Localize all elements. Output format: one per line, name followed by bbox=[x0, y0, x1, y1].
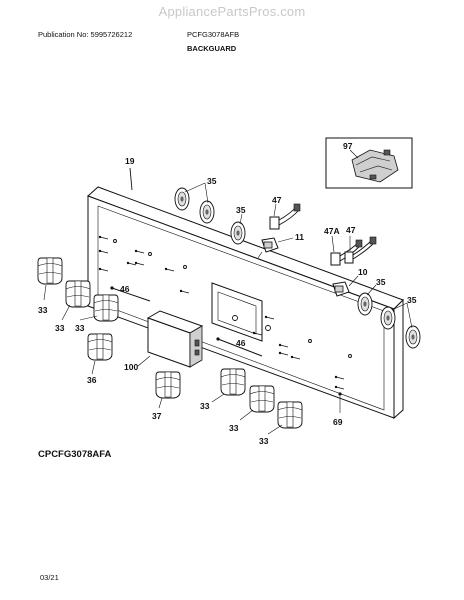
knob-33-6 bbox=[277, 401, 303, 429]
callout-69: 69 bbox=[333, 417, 343, 427]
callout-33-1: 33 bbox=[38, 305, 48, 315]
callout-46-left: 46 bbox=[120, 284, 130, 294]
screw-46-center bbox=[216, 337, 263, 357]
bezel-35-f bbox=[405, 325, 421, 349]
callout-11: 11 bbox=[295, 232, 304, 242]
section-title: BACKGUARD bbox=[187, 44, 237, 53]
valve-switch-11 bbox=[257, 237, 294, 259]
bezel-35-c bbox=[230, 221, 246, 245]
callout-35-right: 35 bbox=[376, 277, 386, 287]
ignitor-switch-47-top bbox=[269, 203, 301, 230]
knob-36 bbox=[87, 333, 113, 361]
publication-number: Publication No: 5995726212 bbox=[38, 30, 133, 39]
bezel-35-b bbox=[199, 200, 215, 224]
model-number: PCFG3078AFB bbox=[187, 30, 240, 39]
callout-33-5: 33 bbox=[229, 423, 239, 433]
bezel-35-d bbox=[357, 292, 373, 316]
control-module-100 bbox=[137, 310, 204, 368]
callout-33-6: 33 bbox=[259, 436, 269, 446]
callout-100: 100 bbox=[124, 362, 138, 372]
ignitor-switch-47-right bbox=[344, 236, 377, 264]
callout-19: 19 bbox=[125, 156, 135, 166]
screw-46-left bbox=[110, 286, 151, 302]
callout-35-mid: 35 bbox=[236, 205, 246, 215]
callout-37: 37 bbox=[152, 411, 162, 421]
watermark: AppliancePartsPros.com bbox=[158, 4, 306, 19]
callout-47-right: 47 bbox=[346, 225, 356, 235]
callout-33-3: 33 bbox=[75, 323, 85, 333]
callout-33-2: 33 bbox=[55, 323, 65, 333]
inset-part-97: 97 bbox=[325, 137, 413, 189]
callout-97: 97 bbox=[343, 141, 353, 151]
knob-33-4 bbox=[220, 368, 246, 396]
knob-33-5 bbox=[249, 385, 275, 413]
backguard-panel bbox=[87, 186, 404, 420]
knob-33-3 bbox=[93, 294, 119, 322]
knob-33-2 bbox=[65, 280, 91, 308]
callout-47a: 47A bbox=[324, 226, 340, 236]
callout-35-far-right: 35 bbox=[407, 295, 417, 305]
callout-46-center: 46 bbox=[236, 338, 246, 348]
bezel-35-e bbox=[380, 306, 396, 330]
callout-36: 36 bbox=[87, 375, 97, 385]
knob-37 bbox=[155, 371, 181, 399]
knob-33-1 bbox=[37, 257, 63, 285]
callout-47-top: 47 bbox=[272, 195, 282, 205]
clip-69 bbox=[338, 392, 342, 413]
footer-date: 03/21 bbox=[40, 573, 59, 582]
valve-switch-10 bbox=[332, 275, 359, 297]
callout-33-4: 33 bbox=[200, 401, 210, 411]
callout-10: 10 bbox=[358, 267, 368, 277]
variant-label: CPCFG3078AFA bbox=[38, 449, 112, 460]
callout-35-top: 35 bbox=[207, 176, 217, 186]
